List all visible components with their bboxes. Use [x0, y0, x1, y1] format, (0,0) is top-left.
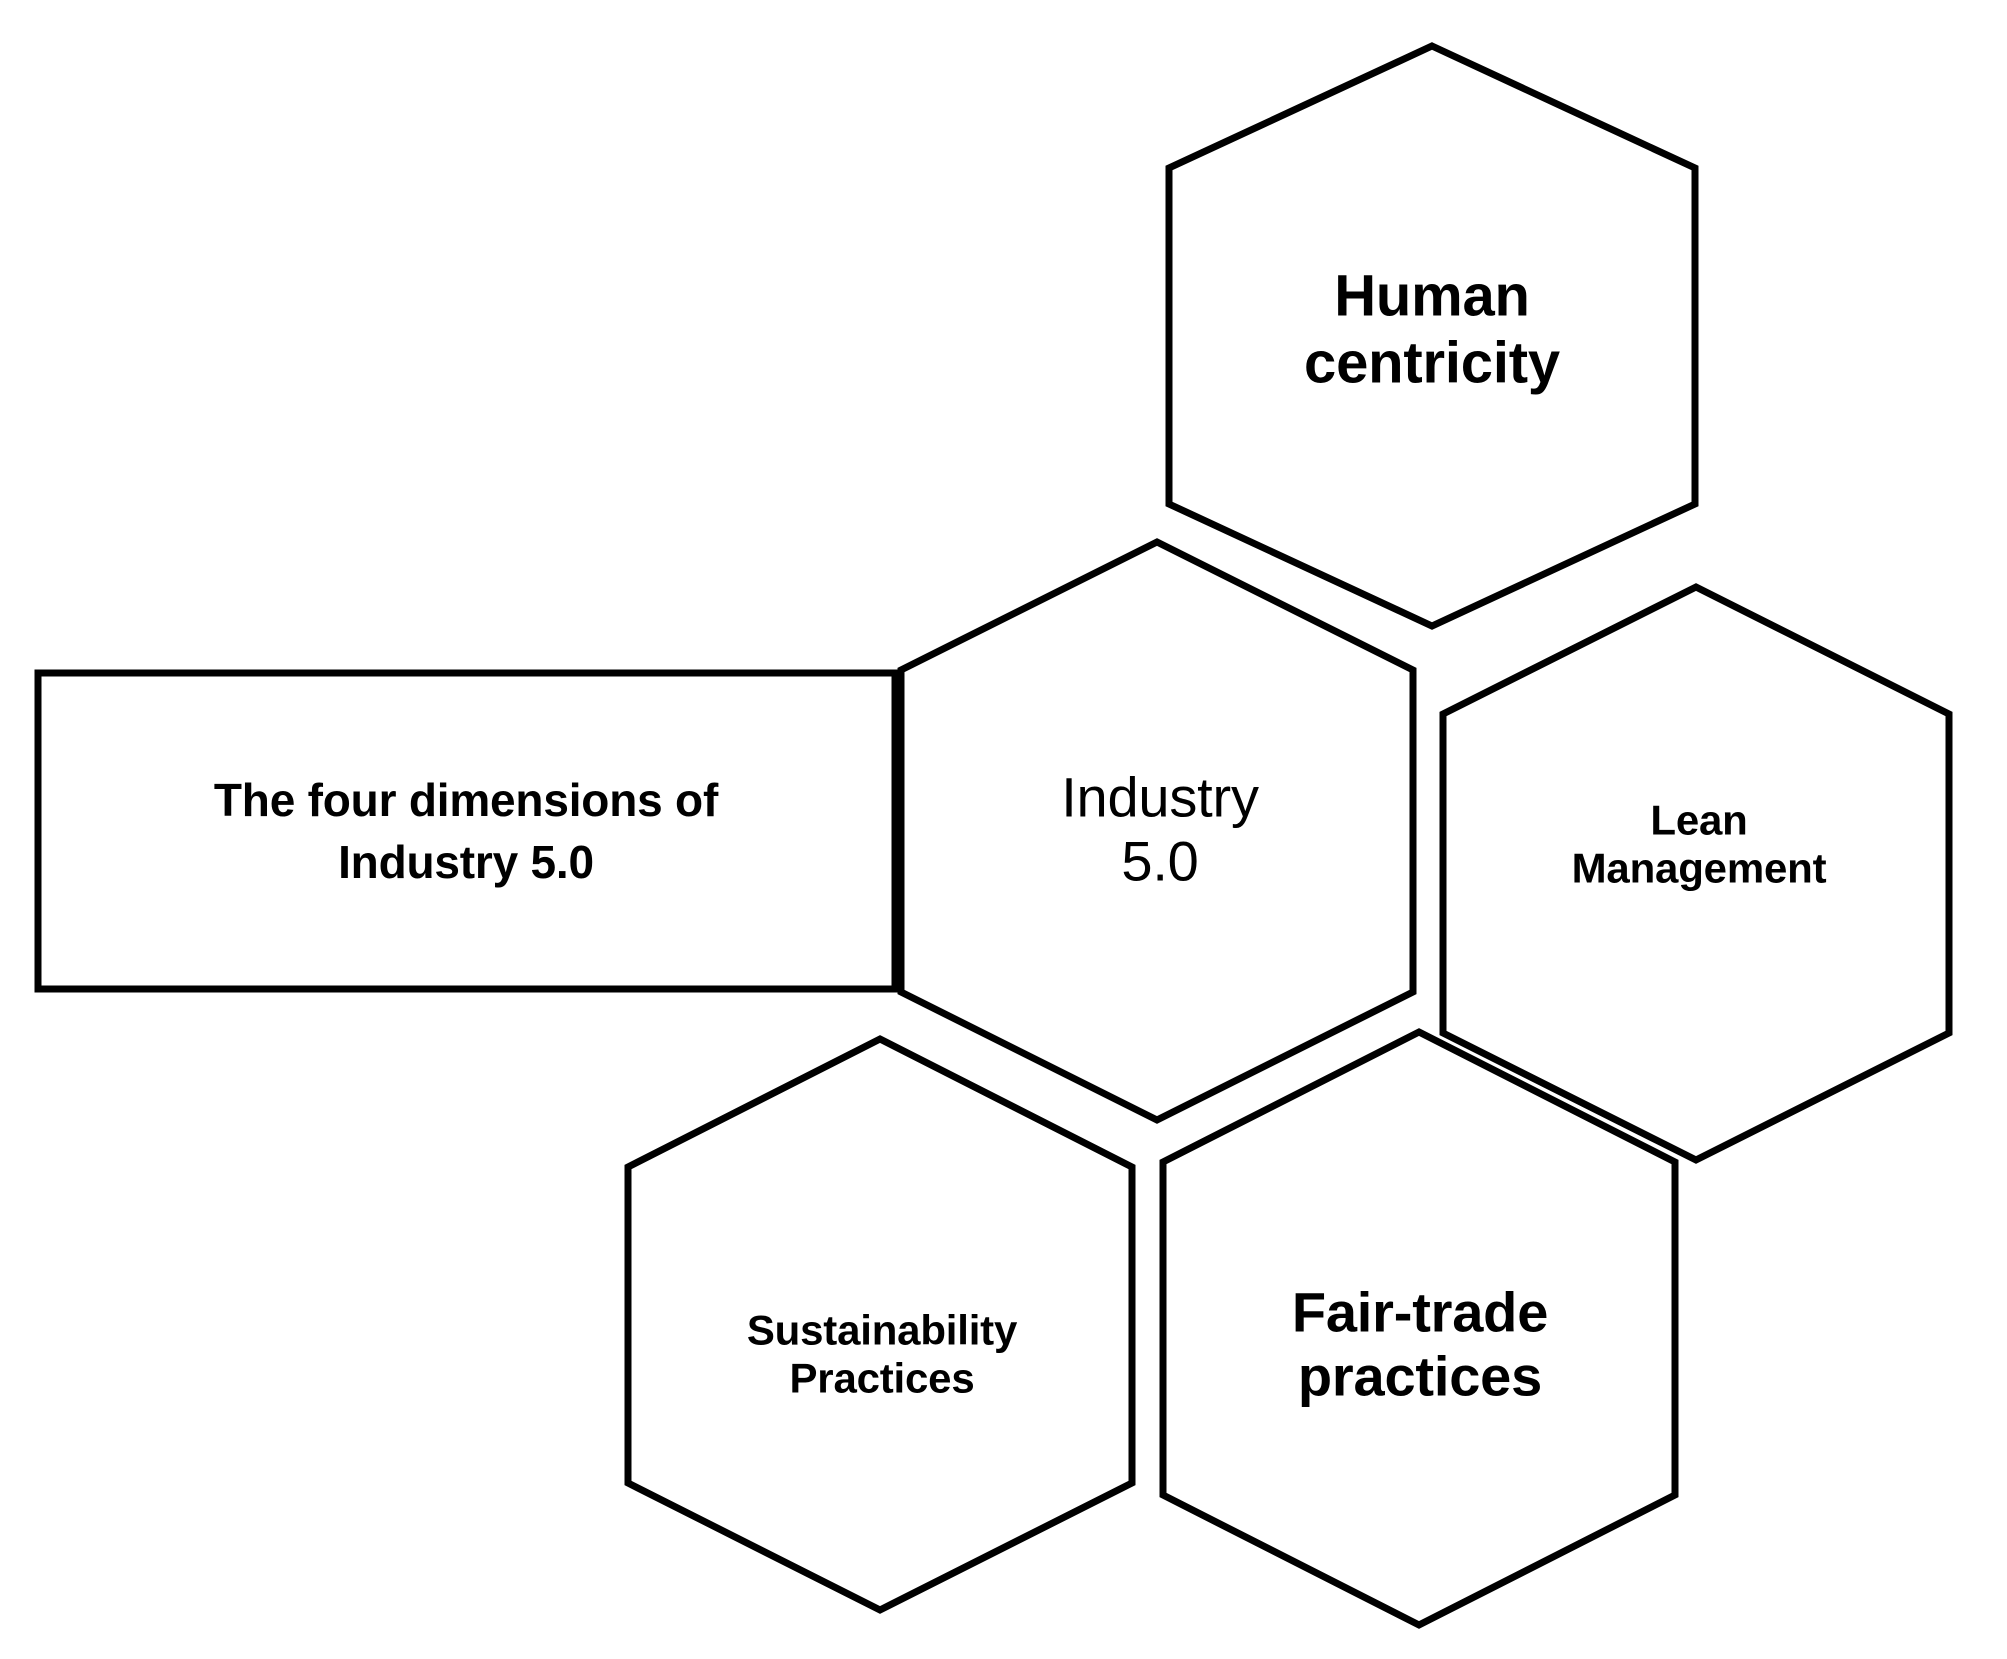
hexagon-lean-management-shape[interactable] — [1439, 583, 1953, 1164]
hexagon-human-centricity-shape[interactable] — [1165, 42, 1699, 630]
hexagon-sustainability-practices-shape[interactable] — [624, 1035, 1136, 1614]
hexagon-industry-5-0-shape[interactable] — [897, 538, 1417, 1124]
title-box-shape — [34, 669, 899, 993]
hexagon-fair-trade-practices-shape[interactable] — [1159, 1028, 1679, 1629]
